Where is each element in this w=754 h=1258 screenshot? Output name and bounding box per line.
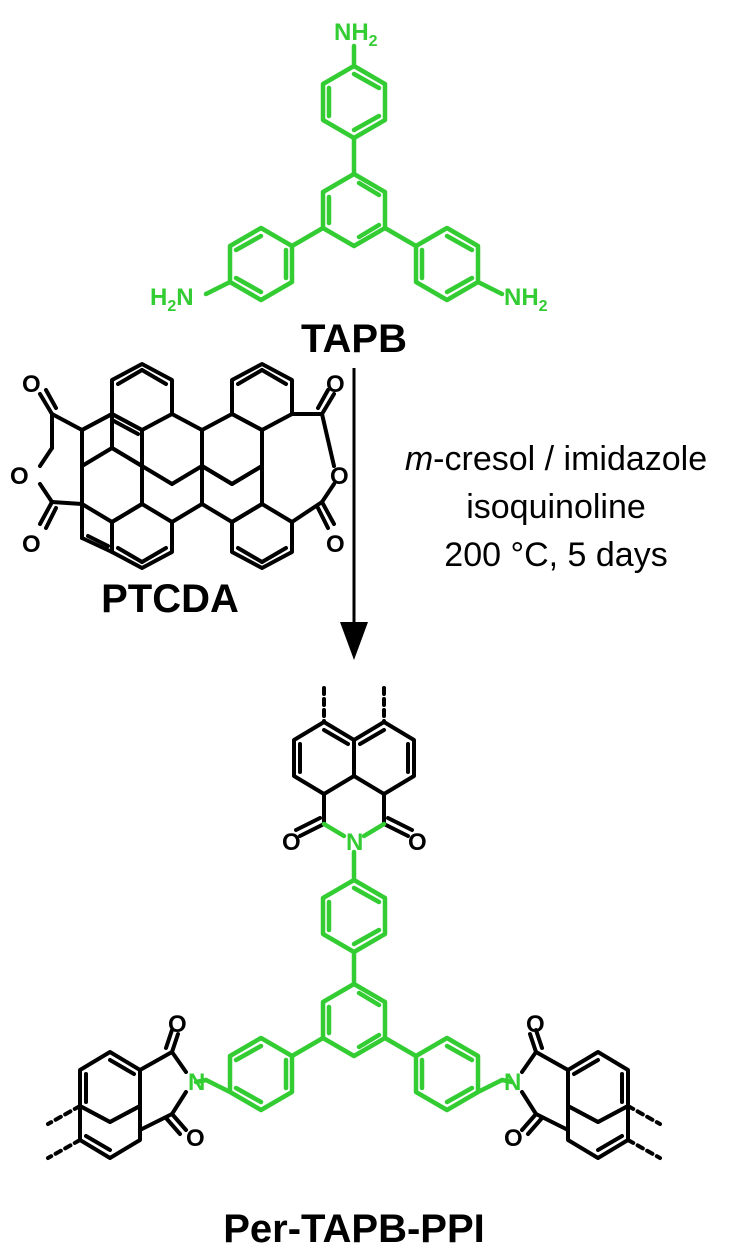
- oxygen-label: O: [330, 463, 349, 490]
- oxygen-label: O: [326, 531, 345, 558]
- oxygen-label: O: [326, 371, 345, 398]
- imide-nitrogen-label: N: [346, 829, 363, 856]
- imide-nitrogen-label: N: [504, 1069, 521, 1096]
- top-amine-label: NH2: [334, 19, 378, 50]
- top-imide-nitrogen-bonds: [321, 821, 387, 839]
- ptcda-label: PTCDA: [101, 577, 239, 621]
- left-amine-label: H2N: [150, 284, 194, 315]
- condition-temperature-time: 200 °C, 5 days: [444, 536, 667, 574]
- condition-catalyst: isoquinoline: [466, 488, 646, 526]
- imide-nitrogen-label: N: [188, 1069, 205, 1096]
- reaction-conditions: m-cresol / imidazole isoquinoline 200 °C…: [405, 440, 707, 574]
- condition-solvent: m-cresol / imidazole: [405, 440, 707, 478]
- tapb-structure: [203, 43, 505, 303]
- left-imide-nitrogen-bond: [193, 1077, 209, 1085]
- oxygen-label: O: [186, 1125, 205, 1152]
- oxygen-label: O: [408, 829, 427, 856]
- right-imide-nitrogen-bond: [499, 1077, 515, 1085]
- oxygen-label: O: [168, 1011, 187, 1038]
- right-amine-label: NH2: [504, 284, 548, 315]
- product-tapb-core: [203, 849, 505, 1113]
- ptcda-structure: [38, 362, 336, 570]
- product-label: Per-TAPB-PPI: [223, 1207, 485, 1251]
- oxygen-label: O: [22, 371, 41, 398]
- oxygen-label: O: [504, 1125, 523, 1152]
- tapb-label: TAPB: [301, 317, 407, 361]
- oxygen-label: O: [526, 1011, 545, 1038]
- oxygen-label: O: [10, 463, 29, 490]
- left-imide-unit: [46, 1028, 188, 1160]
- tapb-amine-labels: NH2 H2N NH2: [150, 19, 548, 315]
- top-imide-unit: [292, 686, 416, 838]
- reaction-arrow: [340, 368, 368, 660]
- product-atom-labels: N O O N O O N O O: [168, 829, 545, 1152]
- ptcda-oxygen-labels: O O O O O O: [10, 371, 349, 558]
- right-imide-unit: [520, 1028, 662, 1160]
- oxygen-label: O: [282, 829, 301, 856]
- oxygen-label: O: [22, 531, 41, 558]
